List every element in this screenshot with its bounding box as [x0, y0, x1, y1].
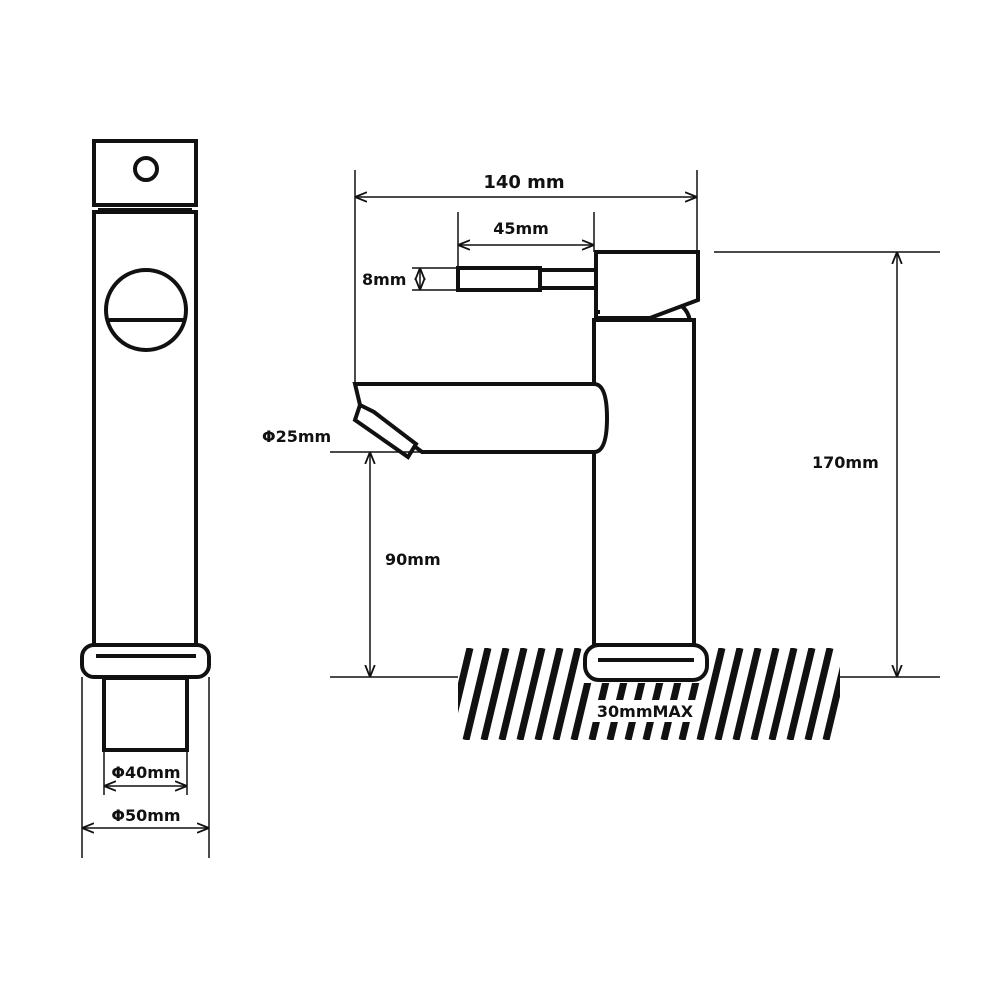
hatch-line — [750, 648, 780, 740]
hatch-line — [458, 648, 474, 714]
spout-outlet — [352, 402, 419, 460]
hatch-line — [516, 648, 546, 740]
deck-thickness-label: 30mmMAX — [597, 702, 694, 721]
hatch-line — [804, 648, 834, 740]
front-view: 30mmMAX 140 mm 45mm 8mm Φ25mm 90mm 170mm — [262, 170, 940, 740]
handle-head — [594, 250, 700, 320]
spout-diameter-label: Φ25mm — [262, 427, 331, 446]
hatch-line — [732, 648, 762, 740]
hatch-line — [696, 648, 726, 740]
side-view-body — [92, 210, 198, 647]
lever-arm — [456, 266, 542, 292]
lever-arm-neck — [538, 268, 600, 290]
lever-thickness-label: 8mm — [362, 270, 406, 289]
hatch-line — [552, 648, 582, 740]
hatch-line — [480, 648, 510, 740]
hatch-line — [498, 648, 528, 740]
total-height-label: 170mm — [812, 453, 879, 472]
spout-height-label: 90mm — [385, 550, 441, 569]
hatch-line — [534, 648, 564, 740]
side-view-base-ring — [80, 643, 211, 679]
hatch-line — [844, 648, 866, 740]
overall-width-label: 140 mm — [483, 172, 564, 193]
shank-diameter-label: Φ40mm — [111, 763, 180, 782]
spout — [352, 382, 610, 454]
side-view-handle-block — [92, 139, 198, 207]
side-view-handle-hole — [133, 156, 159, 182]
hatch-line — [822, 666, 840, 740]
side-view-lever-disc — [104, 268, 188, 352]
lever-length-label: 45mm — [493, 219, 549, 238]
hatch-line — [430, 648, 452, 740]
hatch-line — [768, 648, 798, 740]
hatch-line — [714, 648, 744, 740]
base-diameter-label: Φ50mm — [111, 806, 180, 825]
faucet-body — [592, 318, 696, 647]
hatch-line — [786, 648, 816, 740]
hatch-line — [862, 648, 884, 740]
side-view: Φ40mm Φ50mm — [80, 139, 211, 858]
front-view-base-ring — [583, 643, 709, 682]
side-view-shank — [102, 676, 189, 752]
deck-thickness-label-bg — [590, 700, 700, 722]
hatch-line — [462, 648, 492, 740]
